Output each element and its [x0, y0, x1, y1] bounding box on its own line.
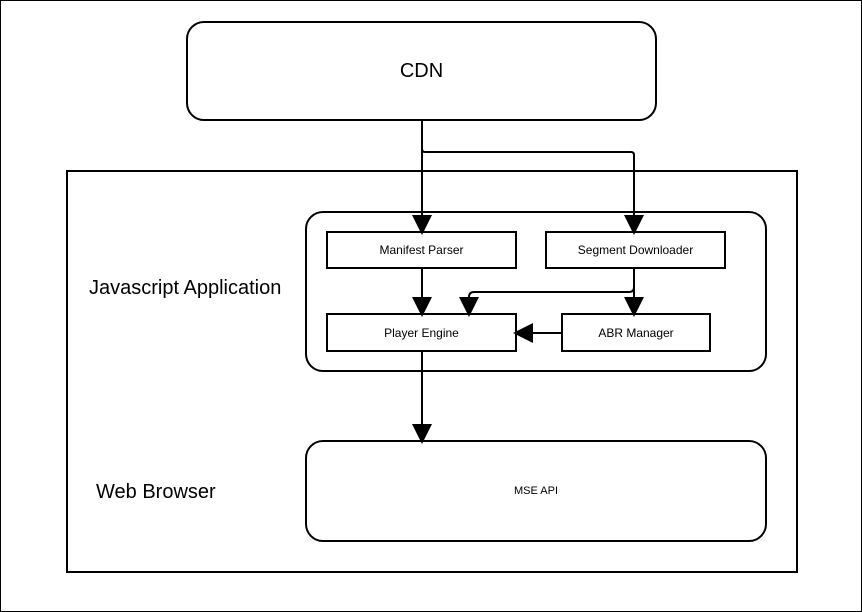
- manifest-parser-node: Manifest Parser: [326, 231, 517, 269]
- cdn-label: CDN: [399, 59, 444, 82]
- cdn-node: CDN: [186, 21, 657, 121]
- player-engine-label: Player Engine: [384, 325, 459, 340]
- manifest-parser-label: Manifest Parser: [379, 243, 464, 257]
- javascript-application-label: Javascript Application: [89, 277, 282, 299]
- segment-downloader-label: Segment Downloader: [577, 243, 694, 257]
- mse-api-label: MSE API: [513, 485, 559, 497]
- web-browser-label: Web Browser: [96, 481, 216, 503]
- player-engine-node: Player Engine: [326, 313, 517, 352]
- abr-manager-label: ABR Manager: [598, 325, 674, 340]
- segment-downloader-node: Segment Downloader: [545, 231, 726, 269]
- abr-manager-node: ABR Manager: [561, 313, 711, 352]
- web-browser-group: MSE API: [305, 440, 767, 542]
